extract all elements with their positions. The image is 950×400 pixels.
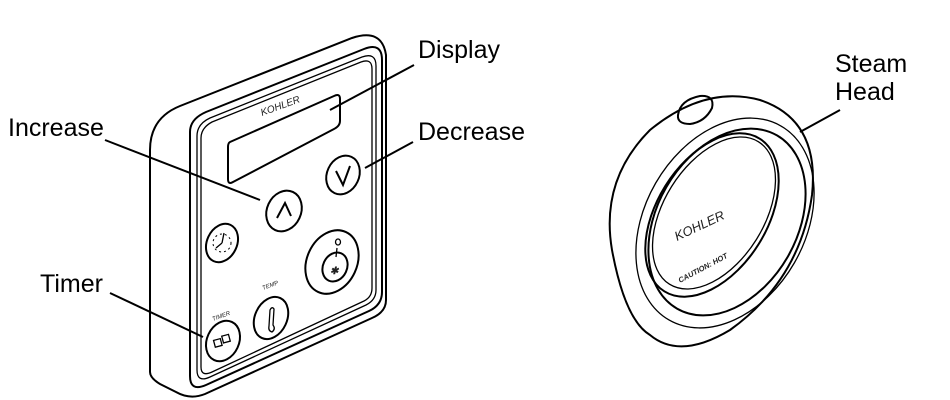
temp-button-label: TEMP [262, 281, 280, 292]
steam-head-leader-line [799, 109, 841, 133]
steam-head-warning: CAUTION: HOT [677, 251, 731, 285]
display-leader-line [329, 64, 415, 111]
decrease-button[interactable] [320, 150, 366, 200]
steam-head-label-line2: Head [835, 78, 895, 106]
chevron-down-icon [335, 165, 351, 188]
increase-leader-line [104, 139, 261, 201]
keypad-brand: KOHLER [259, 94, 301, 118]
steam-icon: ✱ [330, 266, 340, 277]
display-label: Display [418, 36, 500, 64]
power-steam-button[interactable]: ✱ [295, 222, 368, 303]
thermometer-icon [268, 307, 275, 333]
keypad-front-face [189, 46, 383, 389]
steam-head-brand: KOHLER [672, 208, 727, 244]
keypad-face-border [196, 55, 377, 380]
timer-icon [212, 333, 232, 348]
increase-button[interactable] [260, 185, 309, 237]
timer-label: Timer [40, 270, 103, 298]
clock-icon [212, 232, 232, 253]
steam-head: KOHLER CAUTION: HOT [608, 94, 815, 348]
chevron-up-icon [276, 200, 292, 219]
keypad-back-body [149, 34, 387, 398]
increase-label: Increase [8, 114, 104, 142]
steam-head-outer-ring [608, 95, 814, 348]
timer-button[interactable]: TIMER [200, 311, 247, 367]
display-screen [227, 94, 341, 184]
clock-button[interactable] [200, 219, 244, 268]
steam-head-label-line1: Steam [835, 50, 907, 78]
steam-head-vent [676, 94, 714, 126]
timer-leader-line [109, 292, 204, 338]
power-icon [335, 247, 338, 258]
keypad: KOHLER ✱ TEMP TIM [149, 34, 387, 398]
indicator-light [334, 238, 342, 246]
decrease-leader-line [364, 141, 414, 169]
temp-button[interactable]: TEMP [247, 281, 295, 345]
decrease-label: Decrease [418, 118, 525, 146]
